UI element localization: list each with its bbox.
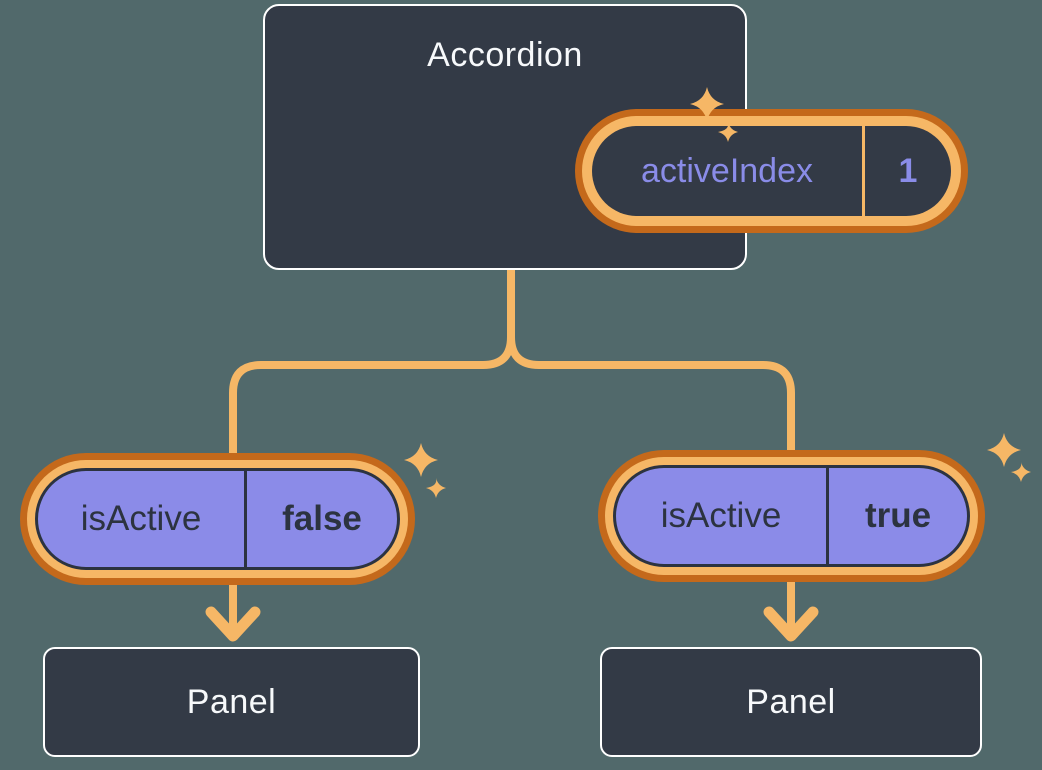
panel-title: Panel (186, 682, 277, 721)
sparkle-icon (987, 433, 1031, 482)
panel-title: Panel (746, 682, 836, 721)
sparkle-icon (404, 443, 446, 498)
accordion-node: Accordion activeIndex 1 (263, 4, 968, 270)
connector-stem-right-branch (507, 266, 795, 453)
accordion-title: Accordion (427, 36, 583, 74)
state-pill-light-ring: activeIndex 1 (582, 116, 961, 226)
panel-node-right: Panel (600, 647, 982, 757)
state-pill-divider (862, 126, 865, 216)
sparkle-icon (690, 87, 738, 142)
prop-value-label: true (864, 496, 932, 535)
state-pill-activeindex: activeIndex 1 (575, 109, 968, 233)
prop-pill-body: isActive true (613, 465, 970, 567)
arrowhead-left-icon (205, 606, 261, 642)
state-pill-outer-ring: activeIndex 1 (575, 109, 968, 233)
prop-pill-divider (826, 468, 829, 564)
state-pill-body: activeIndex 1 (592, 126, 951, 216)
prop-pill-body: isActive false (35, 468, 400, 570)
prop-pill-isactive-false: isActive false (20, 453, 415, 585)
prop-name-label: isActive (80, 499, 202, 538)
prop-name-label: isActive (660, 496, 782, 535)
state-name-label: activeIndex (641, 151, 813, 190)
prop-pill-divider (244, 471, 247, 567)
prop-pill-light-ring: isActive false (27, 460, 408, 578)
prop-value-label: false (282, 499, 362, 538)
arrowhead-right-icon (763, 606, 819, 642)
connector-stem-left-branch (229, 266, 515, 456)
prop-pill-light-ring: isActive true (605, 457, 978, 575)
prop-pill-isactive-true: isActive true (598, 450, 985, 582)
state-value-label: 1 (898, 151, 918, 190)
panel-node-left: Panel (43, 647, 420, 757)
